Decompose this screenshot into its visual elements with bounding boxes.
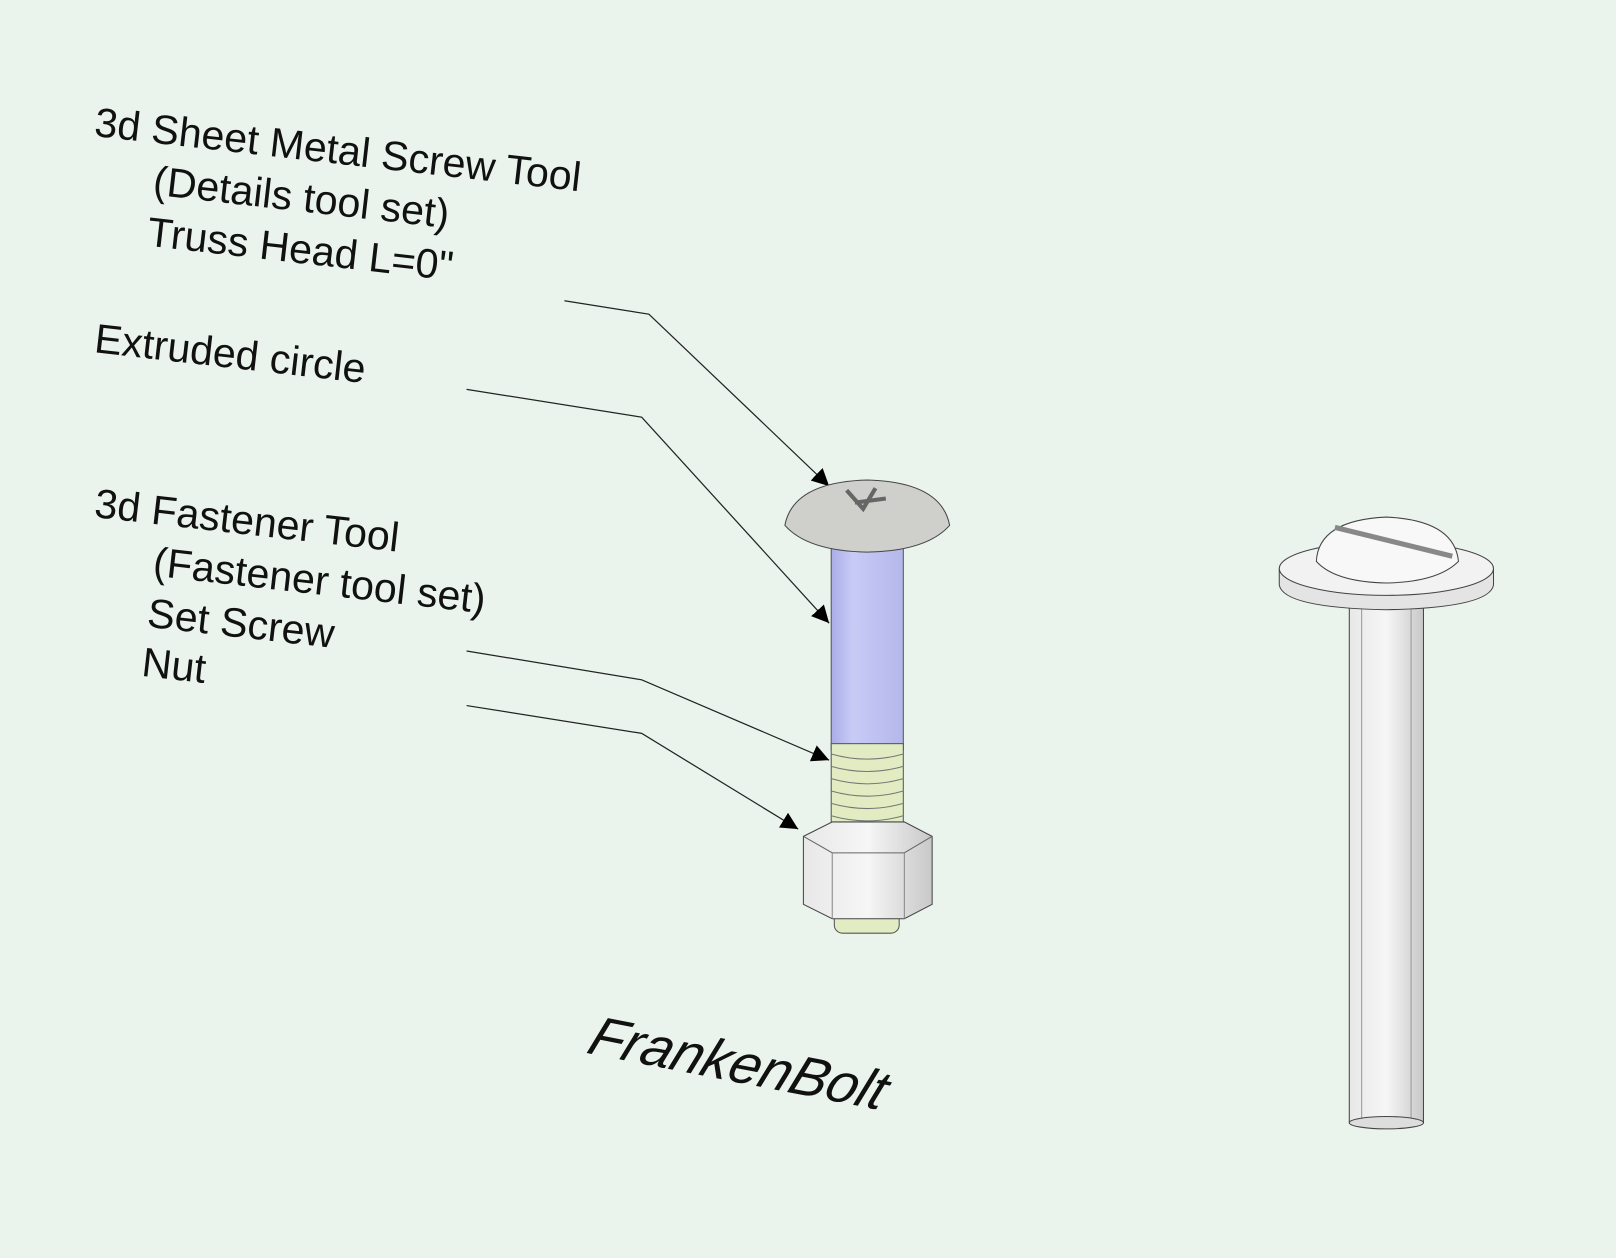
label-line: Nut xyxy=(140,639,209,692)
label-line: Extruded circle xyxy=(92,315,368,392)
fastener-tool-label: 3d Fastener Tool (Fastener tool set) Set… xyxy=(92,480,488,692)
leader-line xyxy=(564,300,830,487)
sheet-metal-screw-label: 3d Sheet Metal Screw Tool (Details tool … xyxy=(92,99,583,289)
hex-nut xyxy=(802,821,933,920)
slotted-bolt xyxy=(1278,516,1495,1130)
frankenbolt-assembly xyxy=(784,479,951,934)
slotted-head xyxy=(1315,516,1460,584)
leader-line xyxy=(466,650,830,762)
drawing-title: FrankenBolt xyxy=(581,1005,900,1122)
extruded-shaft xyxy=(830,543,904,751)
leader-line xyxy=(466,704,799,830)
bolt-shaft xyxy=(1348,591,1424,1124)
extruded-circle-label: Extruded circle xyxy=(92,315,368,392)
truss-head xyxy=(784,479,951,553)
leader-line xyxy=(466,388,830,624)
